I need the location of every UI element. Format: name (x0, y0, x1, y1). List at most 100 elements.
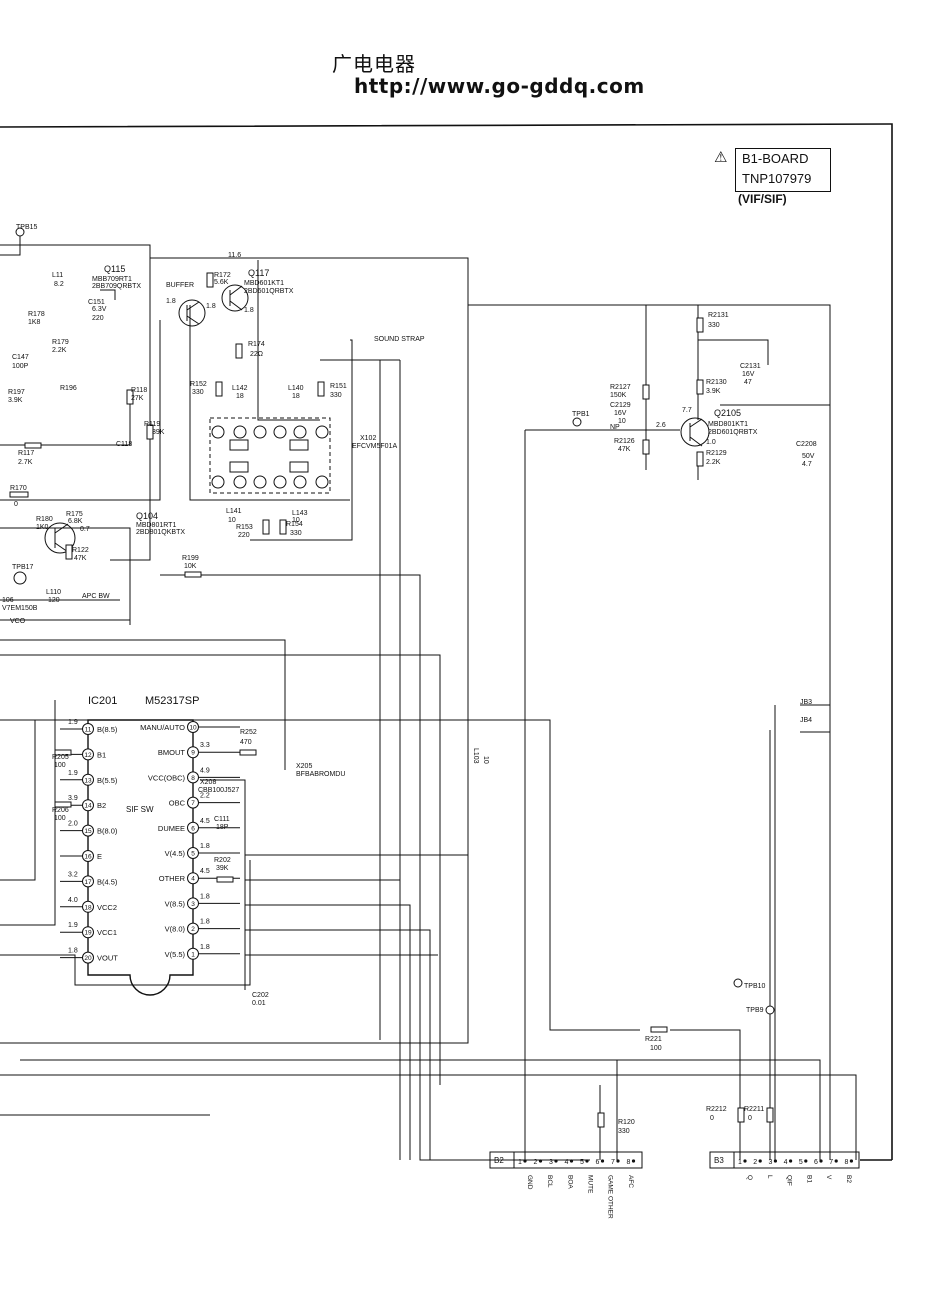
b3-signal-label: B2 (845, 1175, 852, 1183)
label-r2130: R2130 (706, 379, 727, 386)
pin-label: B(4.5) (97, 877, 118, 886)
label-q104a: MBD801RT1 (136, 522, 176, 529)
label-r117: R117 (18, 450, 34, 457)
b3-pin-5: 5 (799, 1159, 803, 1166)
label-q115a: MBB709RT1 (92, 276, 132, 283)
label-q115b: 2BB709QRBTX (92, 283, 141, 290)
ic201-right-pins: 10MANU/AUTO9BMOUT3.38VCC(OBC)4.97OBC2.26… (140, 721, 240, 960)
label-r202: R202 (214, 857, 231, 864)
ic201-body (87, 719, 194, 996)
label-jb4: JB4 (800, 717, 812, 724)
label-r197: R197 (8, 389, 25, 396)
label-r2126: R2126 (614, 438, 635, 445)
b3-signal-label: Q (746, 1175, 753, 1180)
label-r2211v: 0 (748, 1115, 752, 1122)
pin-voltage: 4.5 (200, 818, 210, 825)
pin-voltage: 1.8 (200, 893, 210, 900)
pin-label: VCC(OBC) (148, 773, 186, 782)
label-r179: R179 (52, 339, 69, 346)
board-function: (VIF/SIF) (738, 192, 787, 206)
label-l11v: 8.2 (54, 281, 64, 288)
b2-pin-3: 3 (549, 1159, 553, 1166)
label-q115: Q115 (104, 264, 125, 274)
label-r122v: 47K (74, 555, 87, 562)
pin-label: B1 (97, 750, 106, 759)
pin-voltage: 1.8 (200, 944, 210, 951)
connector-b3 (709, 1151, 860, 1169)
sif-switch-label: SIF SW (126, 805, 154, 814)
ic201-ref: IC201 (88, 695, 117, 707)
board-title-box: B1-BOARD TNP107979 (735, 148, 831, 192)
label-apcbw: APC BW (82, 593, 110, 600)
transistor-buffer-icon (178, 299, 206, 327)
label-x208: X208 (200, 779, 216, 786)
transistor-q117-icon (221, 284, 249, 312)
connector-b2 (489, 1151, 643, 1169)
pin-label: V(8.0) (165, 925, 186, 934)
label-c2208b: 4.7 (802, 461, 812, 468)
label-c2131: C2131 (740, 363, 761, 370)
transistor-q2105-icon (680, 417, 710, 447)
pin-label: V(8.5) (165, 899, 186, 908)
label-v18b: 1.8 (206, 303, 216, 310)
pin-voltage: 4.0 (68, 897, 78, 904)
label-r221v: 100 (650, 1045, 662, 1052)
site-name-cn: 广电电器 (332, 52, 416, 76)
label-r120v: 330 (618, 1128, 630, 1135)
label-r152v: 330 (192, 389, 204, 396)
label-v77: 7.7 (682, 407, 692, 414)
b2-pin-2: 2 (534, 1159, 538, 1166)
ic201-pin-3: 3V(8.5)1.8 (165, 893, 240, 910)
test-points (13, 227, 775, 1015)
label-r221: R221 (645, 1036, 662, 1043)
label-r2129v: 2.2K (706, 459, 721, 466)
b2-signal-label: GAME OTHER (607, 1175, 614, 1219)
label-c2129a: 16V (614, 410, 627, 417)
label-r2131v: 330 (708, 322, 720, 329)
site-url: http://www.go-gddq.com (354, 74, 645, 98)
label-tpb1: TPB1 (572, 411, 590, 418)
pin-label: VOUT (97, 954, 118, 963)
b2-pin-1: 1 (518, 1159, 522, 1166)
pin-voltage: 1.8 (68, 948, 78, 955)
pin-voltage: 1.9 (68, 922, 78, 929)
pin-number: 16 (84, 854, 92, 861)
label-v10: 1.0 (706, 439, 716, 446)
ic201-pin-2: 2V(8.0)1.8 (165, 919, 240, 935)
label-l140: L140 (288, 385, 304, 392)
board-name: B1-BOARD (742, 151, 809, 166)
label-r206v: 100 (54, 815, 66, 822)
pin-number: 6 (191, 825, 195, 832)
label-c111: C111 (214, 816, 230, 823)
label-r2127: R2127 (610, 384, 631, 391)
label-r178v: 1K8 (28, 319, 41, 326)
b3-pin-4: 4 (784, 1159, 788, 1166)
label-r178: R178 (28, 311, 45, 318)
b3-signal-label: B1 (805, 1175, 812, 1183)
label-r119v: 39K (152, 429, 165, 436)
pin-number: 5 (191, 851, 195, 858)
wiring (0, 230, 857, 1161)
pin-label: VCC1 (97, 928, 117, 937)
b3-pin-2: 2 (753, 1159, 757, 1166)
b3-pin-3: 3 (768, 1159, 772, 1166)
pin-number: 4 (191, 876, 195, 883)
label-l141: L141 (226, 508, 242, 515)
label-l143: L143 (292, 510, 308, 517)
label-r180v: 1K0 (36, 524, 49, 531)
label-x102: X102 (360, 435, 376, 442)
label-c147: C147 (12, 354, 29, 361)
label-v18c: 1.8 (244, 307, 254, 314)
label-x205p: BFBABROMDU (296, 771, 345, 778)
pin-number: 7 (191, 800, 195, 807)
b2-signal-label: AFC (627, 1175, 634, 1188)
label-v26: 2.6 (656, 422, 666, 429)
label-r122: R122 (72, 547, 89, 554)
pin-number: 10 (189, 725, 197, 732)
pin-label: BMOUT (158, 748, 186, 757)
